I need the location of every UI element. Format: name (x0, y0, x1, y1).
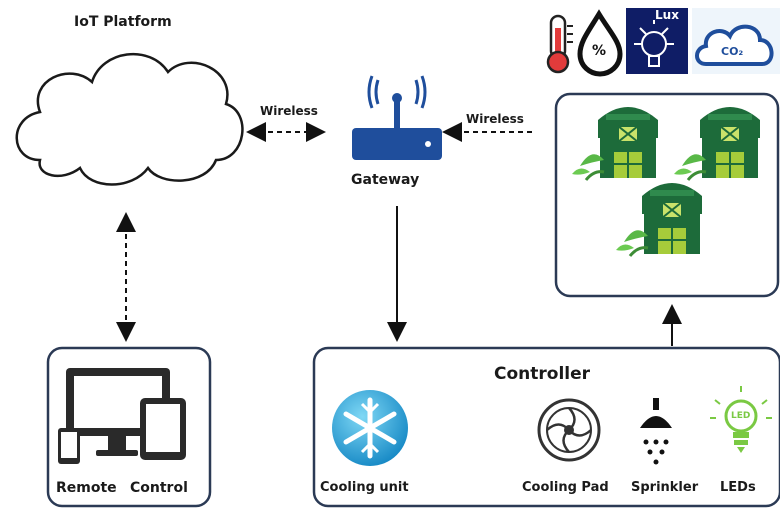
actuator-label-cooling-unit: Cooling unit (320, 480, 409, 495)
cloud-title: IoT Platform (74, 14, 172, 30)
thermometer-icon (546, 14, 573, 74)
snowflake-icon (332, 390, 408, 466)
devices-icon (58, 368, 186, 464)
lux-bulb-icon (626, 8, 688, 74)
router-icon (352, 75, 442, 160)
actuator-label-cooling-pad: Cooling Pad (522, 480, 609, 495)
lux-text: Lux (655, 8, 679, 22)
remote-label-a: Remote (56, 480, 117, 496)
humidity-text: % (592, 43, 607, 59)
humidity-drop-icon (577, 9, 623, 77)
fan-icon (537, 398, 601, 462)
link-label-farm-gateway: Wireless (466, 112, 524, 126)
co2-text: CO₂ (721, 45, 744, 58)
actuator-label-leds: LEDs (720, 480, 756, 495)
link-label-cloud-gateway: Wireless (260, 104, 318, 118)
co2-cloud-icon (695, 24, 774, 66)
sprinkler-icon (640, 398, 672, 465)
led-icon-text: LED (731, 411, 751, 421)
controller-title: Controller (494, 364, 591, 384)
gateway-label: Gateway (351, 172, 420, 188)
led-bulb-icon (710, 386, 772, 453)
actuator-label-sprinkler: Sprinkler (631, 480, 699, 495)
remote-label-b: Control (130, 480, 188, 496)
cloud-icon (15, 52, 244, 186)
